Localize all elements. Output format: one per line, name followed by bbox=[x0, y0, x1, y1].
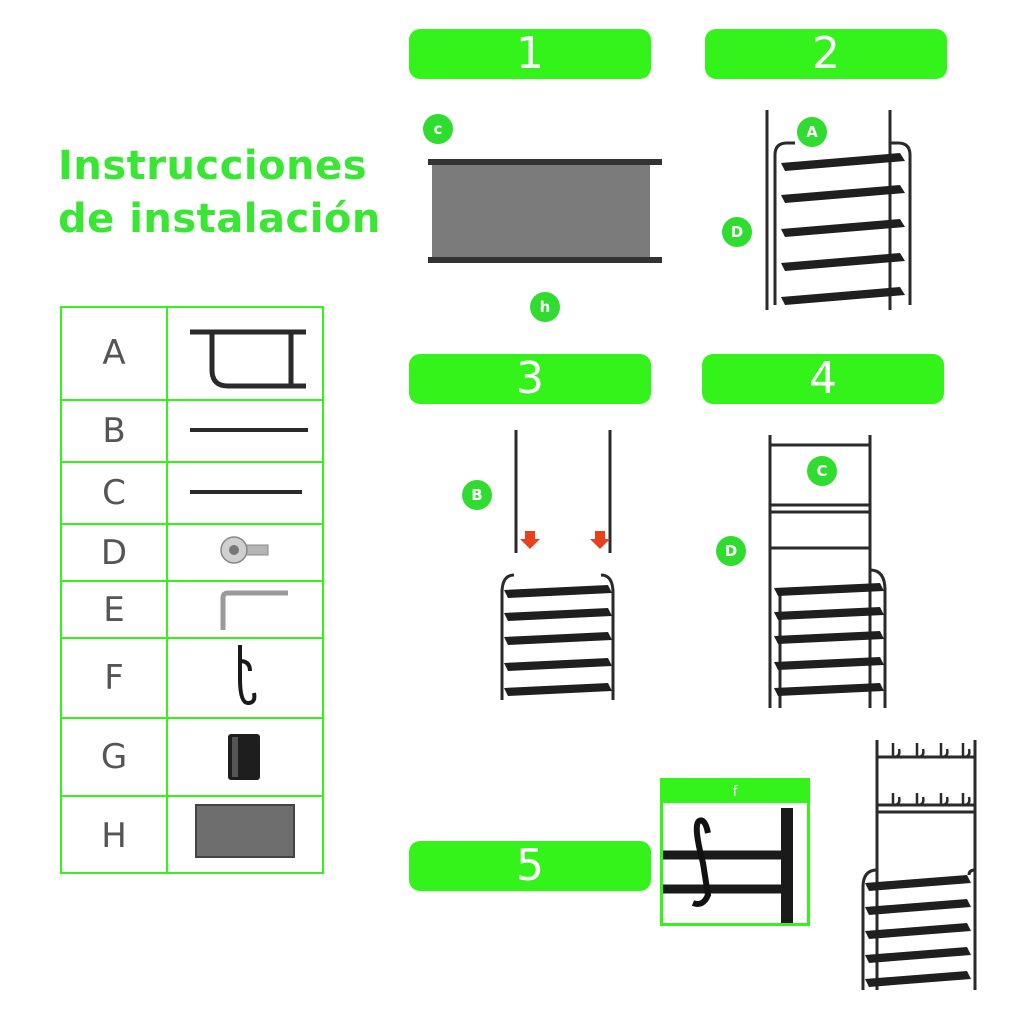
callout-badge: h bbox=[530, 292, 560, 322]
title-line-1: Instrucciones bbox=[58, 143, 368, 189]
long-tube-icon bbox=[168, 401, 322, 461]
part-letter: C bbox=[62, 463, 168, 523]
hook-detail-diagram bbox=[663, 808, 793, 923]
title-line-2: de instalación bbox=[58, 196, 381, 242]
part-row: C bbox=[62, 461, 322, 523]
part-letter: F bbox=[62, 639, 168, 717]
screw-icon bbox=[168, 525, 322, 580]
callout-badge: D bbox=[716, 536, 746, 566]
part-row: D bbox=[62, 523, 322, 580]
fabric-shelf-icon bbox=[168, 797, 322, 874]
part-row: F bbox=[62, 637, 322, 717]
step-3-rack-diagram bbox=[500, 430, 615, 700]
part-letter: D bbox=[62, 525, 168, 580]
callout-badge: B bbox=[462, 480, 492, 510]
a-frame-icon bbox=[168, 306, 322, 399]
short-tube-icon bbox=[168, 463, 322, 523]
part-letter: B bbox=[62, 401, 168, 461]
part-letter: E bbox=[62, 582, 168, 637]
step-4-banner: 4 bbox=[702, 354, 944, 404]
parts-table: A B C D bbox=[60, 306, 324, 874]
step-1-shelf-diagram bbox=[428, 159, 662, 263]
part-row: B bbox=[62, 399, 322, 461]
part-letter: H bbox=[62, 797, 168, 874]
part-row: E bbox=[62, 580, 322, 637]
hook-icon bbox=[168, 639, 322, 717]
callout-badge: D bbox=[722, 217, 752, 247]
callout-badge: C bbox=[807, 456, 837, 486]
step-5-banner: 5 bbox=[409, 841, 651, 891]
foot-cap-icon bbox=[168, 719, 322, 795]
part-row: H bbox=[62, 795, 322, 874]
part-row: G bbox=[62, 717, 322, 795]
step-4-rack-diagram bbox=[768, 435, 887, 708]
part-letter: A bbox=[62, 306, 168, 399]
step-2-banner: 2 bbox=[705, 29, 947, 79]
step-1-banner: 1 bbox=[409, 29, 651, 79]
step-2-rack-diagram bbox=[765, 110, 912, 310]
part-letter: G bbox=[62, 719, 168, 795]
callout-badge: c bbox=[423, 114, 453, 144]
callout-badge: A bbox=[797, 117, 827, 147]
part-row: A bbox=[62, 306, 322, 399]
step-3-banner: 3 bbox=[409, 354, 651, 404]
hook-detail-box: f bbox=[660, 778, 810, 926]
allen-key-icon bbox=[168, 582, 322, 637]
step-5-final-rack bbox=[861, 740, 977, 990]
hook-detail-label: f bbox=[663, 781, 807, 803]
